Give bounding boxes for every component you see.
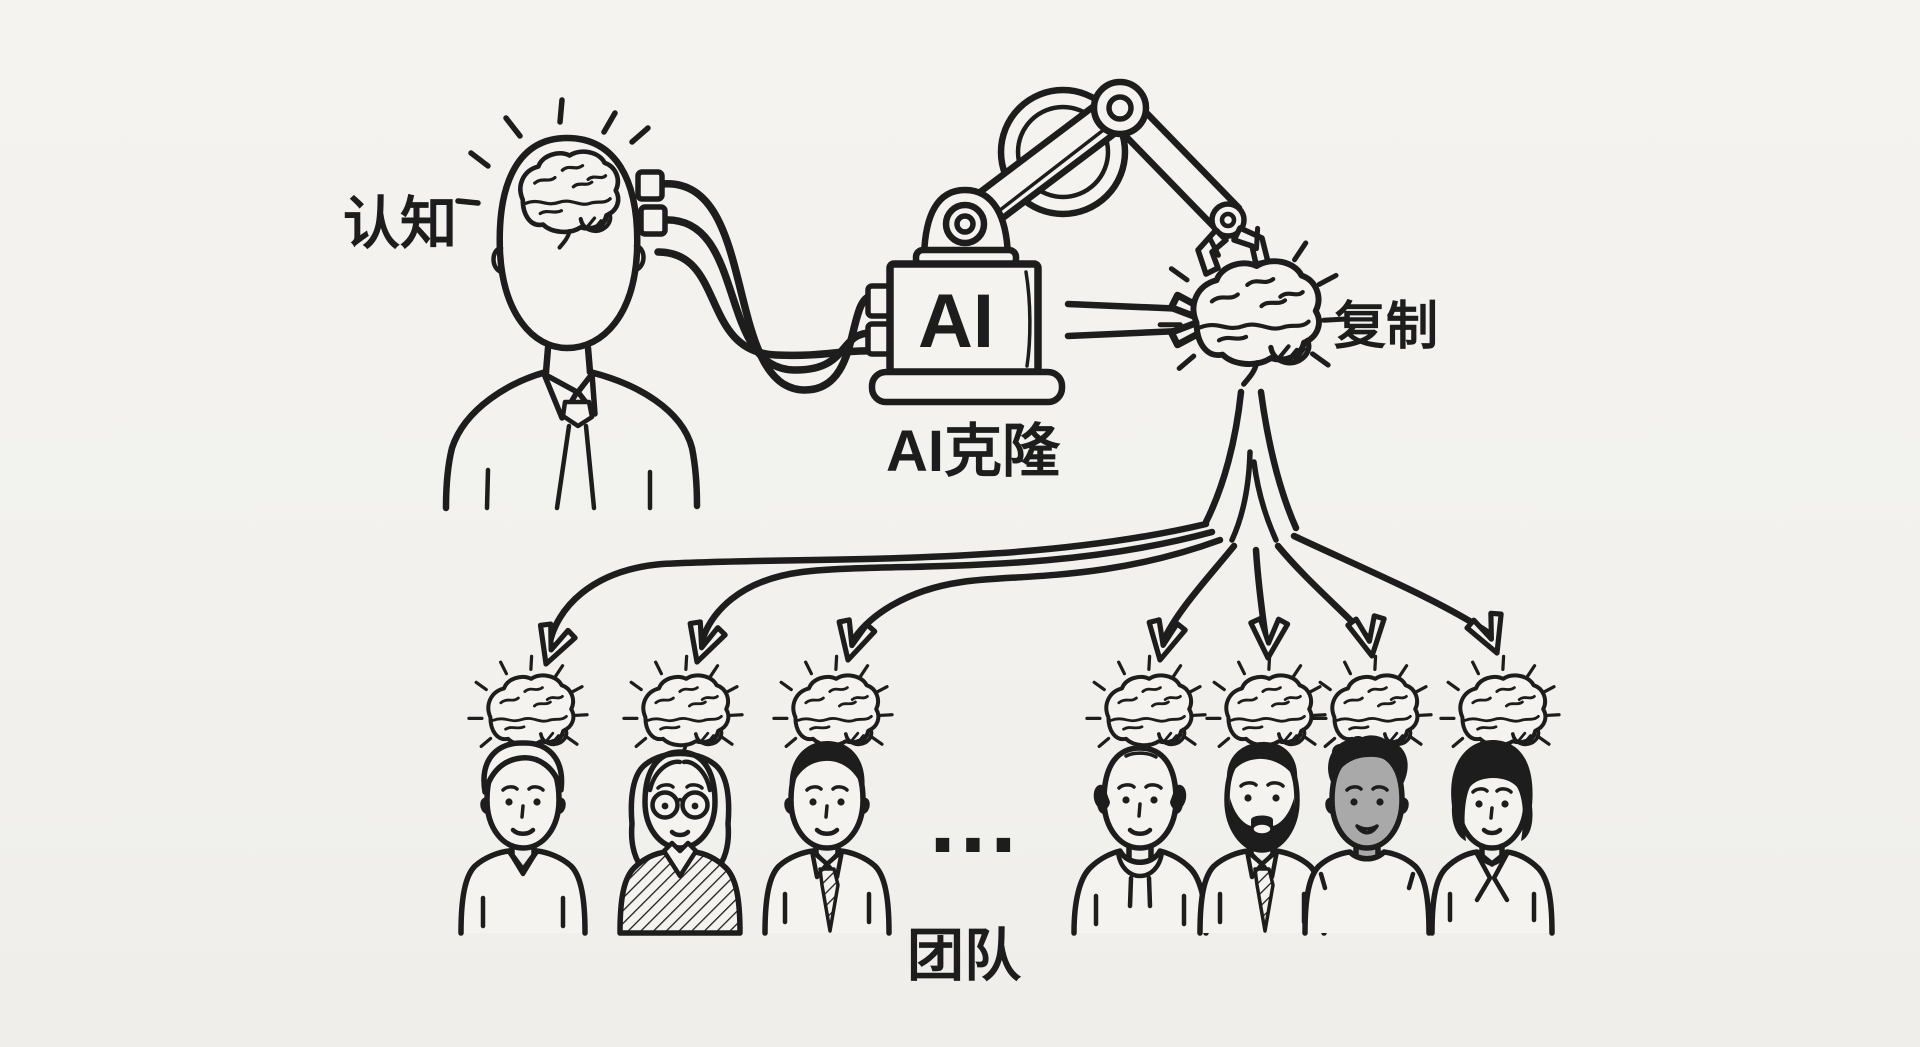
- branch-arrowhead: [1465, 610, 1514, 660]
- label-cognition: 认知: [343, 192, 457, 256]
- head-spark-lines: [455, 97, 651, 206]
- team-members: [458, 735, 1555, 936]
- elbow-joint: [1090, 78, 1150, 138]
- neural-plug: [638, 204, 668, 237]
- collar: [661, 840, 699, 879]
- ellipsis-dots: ...: [929, 767, 1020, 873]
- claw-finger: [1195, 227, 1229, 277]
- team-brain-icon: [622, 654, 744, 758]
- team-member-man-bald-hoodie: [1071, 745, 1209, 936]
- left-ear: [491, 245, 504, 275]
- hoodie-torso: [1071, 848, 1209, 936]
- team-member-woman-bob-blazer: [1429, 739, 1555, 936]
- glasses-icon: [650, 790, 710, 820]
- neural-plug: [635, 169, 665, 202]
- label-ai-clone: AI克隆: [886, 419, 1061, 484]
- cloned-brain-icon: [1194, 261, 1319, 384]
- neural-tubes: [654, 180, 876, 394]
- hair: [481, 740, 565, 795]
- branch-arrowhead: [1250, 618, 1288, 658]
- torso: [458, 848, 588, 936]
- ai-box-label: AI: [918, 279, 994, 364]
- hair: [1328, 735, 1408, 786]
- ai-machine: AI: [865, 78, 1271, 406]
- tie: [1253, 867, 1275, 933]
- robot-arm: [951, 78, 1271, 277]
- team-brains: [467, 654, 1561, 758]
- hair: [789, 740, 865, 793]
- branch-arrowhead: [529, 621, 577, 670]
- tie: [560, 399, 595, 429]
- team-member-man-dark-hair-tie: [762, 740, 892, 936]
- distribution-branches: [529, 388, 1514, 670]
- team-member-man-curly-hair: [1302, 735, 1432, 936]
- wrist-joint: [1209, 201, 1247, 239]
- machine-base: [868, 368, 1066, 406]
- branch-left-1: [545, 520, 1210, 650]
- branch-left-2: [697, 528, 1216, 648]
- tee-torso: [1302, 849, 1432, 936]
- team-member-woman-glasses: [617, 749, 743, 936]
- hair: [1226, 741, 1298, 781]
- lapel: [1491, 849, 1511, 903]
- drawstrings: [1127, 875, 1153, 909]
- branch-right-4: [1290, 532, 1494, 638]
- source-torso: [442, 344, 701, 512]
- team-member-man-short-hair: [458, 740, 588, 936]
- mount-bolt: [942, 201, 988, 247]
- team-member-man-beard-tie: [1197, 741, 1327, 936]
- clone-arrow: [1064, 295, 1224, 345]
- lapel: [1473, 849, 1493, 903]
- branch-arrowhead: [1347, 614, 1390, 659]
- mouth: [1355, 824, 1379, 835]
- hair: [1451, 739, 1533, 841]
- label-team: 团队: [907, 924, 1022, 988]
- branch-right-1: [1159, 542, 1238, 646]
- hair-tufts: [1093, 751, 1187, 810]
- mouth: [1250, 821, 1274, 837]
- hood: [1115, 849, 1165, 879]
- necklace: [1480, 856, 1504, 866]
- team-brain-icon: [1085, 654, 1207, 758]
- source-person: [442, 97, 701, 512]
- tie: [818, 867, 840, 933]
- right-ear: [633, 243, 646, 273]
- label-copy: 复制: [1334, 298, 1438, 356]
- claw-finger: [1231, 225, 1271, 267]
- branch-left-3: [848, 536, 1224, 646]
- hair: [628, 750, 732, 873]
